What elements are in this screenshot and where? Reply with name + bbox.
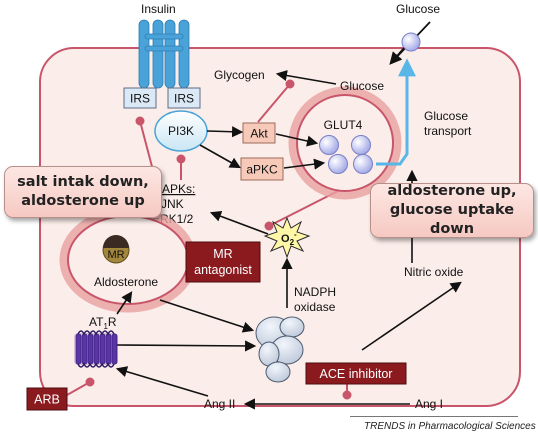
nadph-label-2: oxidase [294,300,336,314]
glut4-label: GLUT4 [324,118,363,132]
superoxide-label: O2- [281,230,297,247]
callout-aldosterone-glucose: aldosterone up, glucose uptake down [370,183,534,238]
arrow-pi3k-to-apkc [199,144,241,169]
mapks-label: MAPKs: [152,182,195,196]
insulin-receptor-icon [138,19,190,89]
ace-inhibitor-label: ACE inhibitor [320,367,393,381]
arrow-o2-to-mapks [209,210,269,235]
glucose-transport-label-1: Glucose [424,109,468,123]
glut4-ball-2 [351,135,371,155]
arrow-ang2-to-at1r [115,366,209,397]
apkc-box [240,157,284,181]
mr-label: MR [107,249,124,261]
arrow-ace-to-nitric-oxide [361,281,462,351]
arrow-pi3k-to-akt [206,126,244,138]
ace-inhibitor-box [305,362,407,385]
arrow-apkc-to-glut4 [283,158,326,170]
apkc-label: aPKC [246,163,278,177]
nadph-oxidase-icon [255,316,305,383]
mr-antagonist-label-1: MR [213,247,232,261]
arb-label: ARB [34,393,60,407]
glut4-ball-1 [319,135,339,155]
akt-label: Akt [250,127,268,141]
arrow-akt-to-glut4 [275,133,319,147]
irs-right-box [167,87,201,109]
irs-left-label: IRS [130,92,150,106]
callout-salt-line-1: salt intak down, [17,174,149,190]
callout-aldo-line-2: glucose uptake down [389,202,515,237]
jnk-label: JNK [161,197,184,211]
glut4-vesicle-halo [288,86,402,200]
glucose-transport-label-2: transport [424,124,472,138]
mr-antagonist-label-2: antagonist [194,263,252,277]
credit-divider [350,416,518,417]
glut4-ball-3 [328,154,348,174]
ang1-label: Ang I [415,397,443,411]
nucleus [67,215,189,305]
arrow-aldosterone-to-nadph [159,299,255,333]
irs-left-box [123,87,157,109]
mr-icon [102,235,130,264]
glucose-transporter [401,32,421,52]
pi3k-label: PI3K [168,124,194,138]
nadph-label-1: NADPH [294,285,336,299]
glut4-vesicle [296,94,394,192]
glucose-transport-arrow [376,58,416,166]
at1r-label: AT1R [89,315,117,331]
glut4-ball-4 [353,154,373,174]
callout-salt-intake: salt intak down, aldosterone up [4,166,162,218]
arrow-at1r-to-nadph [115,340,257,352]
aldosterone-label: Aldosterone [94,275,158,289]
irs-right-label: IRS [174,92,194,106]
label-glucose-outside: Glucose [396,2,440,16]
nitric-oxide-label: Nitric oxide [404,265,464,279]
arrow-glucose-entry [389,47,405,65]
label-glucose-inside: Glucose [340,79,384,93]
label-glycogen: Glycogen [214,68,265,82]
callout-salt-line-2: aldosterone up [21,193,145,209]
label-insulin: Insulin [141,2,176,16]
at1r-receptor-icon [74,330,118,368]
mr-antagonist-box [185,241,261,283]
arrow-at1r-to-aldosterone [116,291,133,315]
superoxide-star-icon [263,216,311,259]
arrow-glucose-to-glycogen [275,70,337,85]
callout-aldo-line-1: aldosterone up, [387,183,517,199]
ang2-label: Ang II [204,397,235,411]
arb-box [26,387,68,411]
credit-text: TRENDS in Pharmacological Sciences [364,421,536,432]
